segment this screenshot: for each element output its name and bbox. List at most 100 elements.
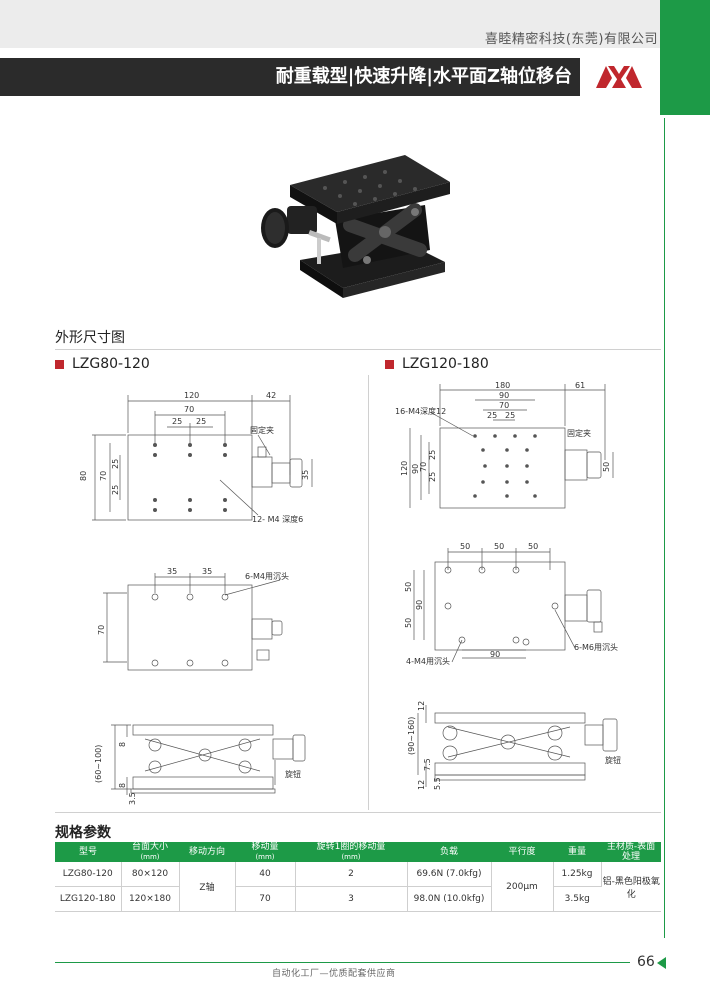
company-name: 喜睦精密科技(东莞)有限公司 [484,32,658,47]
dim-90: 90 [499,391,509,400]
knob-label: 旋钮 [285,769,301,779]
product-image [255,150,455,304]
drawing-lzg120-top-view: 180 61 90 70 25 25 120 90 70 25 25 50 固定… [395,381,614,509]
page-title: 耐重载型|快速升降|水平面Z轴位移台 [0,58,580,96]
dim-90: 90 [490,650,500,659]
cell-size: 80×120 [121,862,180,887]
dimensions-heading: 外形尺寸图 [55,330,125,346]
cell-weight: 3.5kg [553,886,601,912]
dim-70v: 70 [419,462,428,472]
col-load: 负载 [407,842,491,862]
dim-3-5: 3.5 [128,792,137,805]
col-travel: 移动量(mm) [235,842,295,862]
dim-25b: 25 [505,411,515,420]
dim-61: 61 [575,381,585,390]
dim-70v: 70 [99,471,108,481]
holes-label: 12- M4 深度6 [252,514,303,524]
col-direction: 移动方向 [179,842,235,862]
dim-25a: 25 [172,417,182,426]
dim-50v1: 50 [404,582,413,592]
dim-42: 42 [266,391,276,400]
dim-180: 180 [495,381,510,390]
holes-m4-label: 4-M4用沉头 [406,656,450,666]
dim-70: 70 [184,405,194,414]
dim-35a: 35 [167,567,177,576]
cell-travel: 40 [235,862,296,887]
drawing-lzg80-top-view: 120 42 70 25 25 80 70 25 25 35 固定夹 12- M… [80,391,313,524]
col-per-rev: 旋转1圈的移动量(mm) [295,842,407,862]
range-label: (90~160) [407,717,416,755]
dim-70: 70 [499,401,509,410]
dim-25v1: 25 [428,450,437,460]
footer-slogan: 自动化工厂—优质配套供应商 [272,969,396,979]
clamp-label: 固定夹 [567,428,591,438]
cell-model: LZG80-120 [55,862,122,887]
col-parallelism: 平行度 [491,842,553,862]
cell-per-rev: 2 [295,862,408,887]
spec-header-row: 型号 台面大小(mm) 移动方向 移动量(mm) 旋转1圈的移动量(mm) 负载… [55,842,661,862]
model-heading-right: LZG120-180 [385,356,489,372]
dim-8b: 8 [118,783,127,788]
dim-25v2: 25 [428,472,437,482]
dim-7-5: 7.5 [423,758,432,771]
dim-120: 120 [400,461,409,476]
drawing-lzg120-side-view: (90~160) 12 7.5 12 5.5 旋钮 [407,701,621,790]
column-divider [368,375,369,810]
range-label: (60~100) [94,745,103,783]
model-left-label: LZG80-120 [72,356,150,372]
holes-m6-label: 6-M6用沉头 [574,642,618,652]
spec-table: 型号 台面大小(mm) 移动方向 移动量(mm) 旋转1圈的移动量(mm) 负载… [55,842,661,912]
holes-label: 6-M4用沉头 [245,571,289,581]
drawing-lzg80-bottom-view: 35 35 70 6-M4用沉头 [97,567,289,671]
dim-90v: 90 [411,464,420,474]
cell-direction: Z轴 [179,862,236,912]
dim-8a: 8 [118,742,127,747]
dim-80: 80 [80,471,88,481]
dim-35: 35 [301,470,310,480]
table-row: LZG120-180 120×180 70 3 98.0N (10.0kfg) … [55,886,661,912]
dim-50b: 50 [494,542,504,551]
page-corner-tab [660,0,710,115]
dim-90v: 90 [415,600,424,610]
spec-heading: 规格参数 [55,825,111,841]
brand-logo [594,58,644,100]
cell-model: LZG120-180 [55,886,122,912]
cell-per-rev: 3 [295,886,408,912]
dim-35b: 35 [202,567,212,576]
side-rule [664,118,665,938]
dim-25v2: 25 [111,485,120,495]
model-heading-left: LZG80-120 [55,356,150,372]
dim-5-5: 5.5 [433,777,442,790]
cell-travel: 70 [235,886,296,912]
section-divider [55,349,661,350]
dim-12b: 12 [417,780,426,790]
red-square-icon [385,359,394,369]
drawing-lzg120-bottom-view: 50 50 50 50 90 50 90 4-M4用沉头 6-M6用沉头 [404,542,618,666]
table-row: LZG80-120 80×120 Z轴 40 2 69.6N (7.0kfg) … [55,862,661,912]
dim-50: 50 [602,462,611,472]
red-square-icon [55,359,64,369]
clamp-label: 固定夹 [250,425,274,435]
cell-weight: 1.25kg [553,862,602,887]
dim-50v2: 50 [404,618,413,628]
footer-rule [55,962,630,963]
cell-parallelism: 200μm [491,862,554,912]
cell-load: 69.6N (7.0kfg) [407,862,492,887]
dim-50c: 50 [528,542,538,551]
col-size: 台面大小(mm) [121,842,179,862]
section-divider [55,812,661,813]
dim-120: 120 [184,391,199,400]
cell-load: 98.0N (10.0kfg) [407,886,492,912]
header-band [0,0,660,48]
dim-25v1: 25 [111,459,120,469]
col-model: 型号 [55,842,121,862]
col-material: 主材质-表面处理 [601,842,661,862]
knob-label: 旋钮 [605,755,621,765]
holes-label: 16-M4深度12 [395,406,446,416]
dim-25a: 25 [487,411,497,420]
dim-12a: 12 [417,701,426,711]
cell-size: 120×180 [121,886,180,912]
drawing-lzg80-side-view: (60~100) 8 8 3.5 旋钮 [94,724,306,805]
cell-material: 铝-黑色阳极氧化 [601,862,661,912]
dim-50a: 50 [460,542,470,551]
